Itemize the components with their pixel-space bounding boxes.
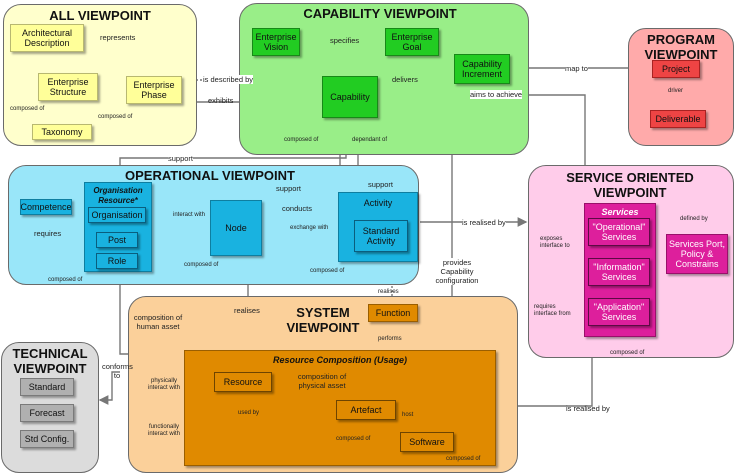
capability-increment-box[interactable]: Capability Increment — [454, 54, 510, 84]
program-viewpoint-title: PROGRAM VIEWPOINT — [644, 32, 718, 62]
label-composed-of-structure: composed of — [10, 106, 45, 112]
label-interact-with: interact with — [173, 212, 206, 218]
label-composed-of-artefact: composed of — [336, 436, 371, 442]
taxonomy-box[interactable]: Taxonomy — [32, 124, 92, 140]
function-box[interactable]: Function — [368, 304, 418, 322]
label-conducts: conducts — [282, 204, 313, 213]
label-composed-of-software: composed of — [446, 456, 481, 462]
label-requires: requires — [34, 229, 62, 238]
resource-composition-label: Resource Composition (Usage) — [272, 355, 408, 365]
capability-viewpoint-title: CAPABILITY VIEWPOINT — [303, 6, 457, 21]
standard-box[interactable]: Standard — [20, 378, 74, 396]
activity-label: Activity — [363, 198, 393, 208]
label-is-described-by: is described by — [203, 75, 254, 84]
label-exchange-with: exchange with — [290, 225, 329, 231]
label-is-realised-by-top: is realised by — [462, 218, 506, 227]
service-viewpoint-title: SERVICE ORIENTED VIEWPOINT — [566, 170, 694, 200]
label-is-realised-by-bottom: is realised by — [566, 404, 610, 413]
label-composed-of-capability: composed of — [284, 137, 319, 143]
operational-services-box[interactable]: "Operational" Services — [588, 218, 650, 246]
label-exposes-interface: exposes interface to — [540, 236, 570, 249]
label-exhibits: exhibits — [208, 96, 234, 105]
label-conforms-to: conforms to — [102, 362, 133, 380]
node-box[interactable]: Node — [210, 200, 262, 256]
label-functionally-interact: functionally interact with — [147, 424, 180, 437]
system-viewpoint-title: SYSTEM VIEWPOINT — [286, 305, 360, 335]
label-physically-interact: physically interact with — [147, 378, 180, 391]
enterprise-structure-box[interactable]: Enterprise Structure — [38, 73, 98, 101]
enterprise-phase-box[interactable]: Enterprise Phase — [126, 76, 182, 104]
organisation-box[interactable]: Organisation — [88, 207, 146, 223]
label-requires-interface: requires interface from — [534, 304, 571, 317]
forecast-box[interactable]: Forecast — [20, 404, 74, 422]
enterprise-goal-box[interactable]: Enterprise Goal — [385, 28, 439, 56]
standard-activity-box[interactable]: Standard Activity — [354, 220, 408, 252]
application-services-box[interactable]: "Application" Services — [588, 298, 650, 326]
artefact-box[interactable]: Artefact — [336, 400, 396, 420]
label-driver: driver — [668, 88, 684, 94]
information-services-box[interactable]: "Information" Services — [588, 258, 650, 286]
operational-viewpoint-title: OPERATIONAL VIEWPOINT — [125, 168, 295, 183]
label-specifies: specifies — [330, 36, 360, 45]
all-viewpoint-title: ALL VIEWPOINT — [49, 8, 151, 23]
services-port-box[interactable]: Services Port, Policy & Constrains — [666, 234, 728, 274]
label-delivers: delivers — [392, 75, 418, 84]
competence-box[interactable]: Competence — [20, 199, 72, 215]
label-realises-node: realises — [234, 306, 260, 315]
services-label: Services — [601, 207, 639, 217]
label-composed-of-activity: composed of — [310, 268, 345, 274]
capability-box[interactable]: Capability — [322, 76, 378, 118]
label-dependant-of: dependant of — [352, 137, 388, 143]
label-composition-physical: composition of physical asset — [297, 372, 347, 390]
label-represents: represents — [100, 33, 136, 42]
label-composed-of-role: composed of — [48, 277, 83, 283]
role-box[interactable]: Role — [96, 253, 138, 269]
label-support-node: support — [276, 184, 302, 193]
label-support-top: support — [168, 154, 194, 163]
post-box[interactable]: Post — [96, 232, 138, 248]
label-composed-of-phase: composed of — [98, 114, 133, 120]
label-provides-capability: provides Capability configuration — [428, 258, 486, 285]
label-composed-of-services: composed of — [610, 350, 645, 356]
enterprise-vision-box[interactable]: Enterprise Vision — [252, 28, 300, 56]
label-support-activity: support — [368, 180, 394, 189]
resource-box[interactable]: Resource — [214, 372, 272, 392]
label-performs: performs — [378, 336, 402, 342]
std-config-box[interactable]: Std Config. — [20, 430, 74, 448]
label-composition-human: composition of human asset — [133, 313, 183, 331]
deliverable-box[interactable]: Deliverable — [650, 110, 706, 128]
label-map-to: map to — [565, 64, 588, 73]
technical-viewpoint-title: TECHNICAL VIEWPOINT — [12, 346, 88, 376]
architectural-description-box[interactable]: Architectural Description — [10, 24, 84, 52]
label-aims-to-achieve: aims to achieve — [470, 90, 523, 99]
label-composed-of-node: composed of — [184, 262, 219, 268]
program-viewpoint-panel — [628, 28, 734, 146]
label-used-by: used by — [238, 410, 260, 416]
organisation-resource-label: Organisation Resource* — [93, 186, 143, 205]
label-host: host — [402, 412, 414, 418]
project-box[interactable]: Project — [652, 60, 700, 78]
software-box[interactable]: Software — [400, 432, 454, 452]
label-realises-function: realises — [378, 289, 399, 295]
label-defined-by: defined by — [680, 216, 708, 222]
